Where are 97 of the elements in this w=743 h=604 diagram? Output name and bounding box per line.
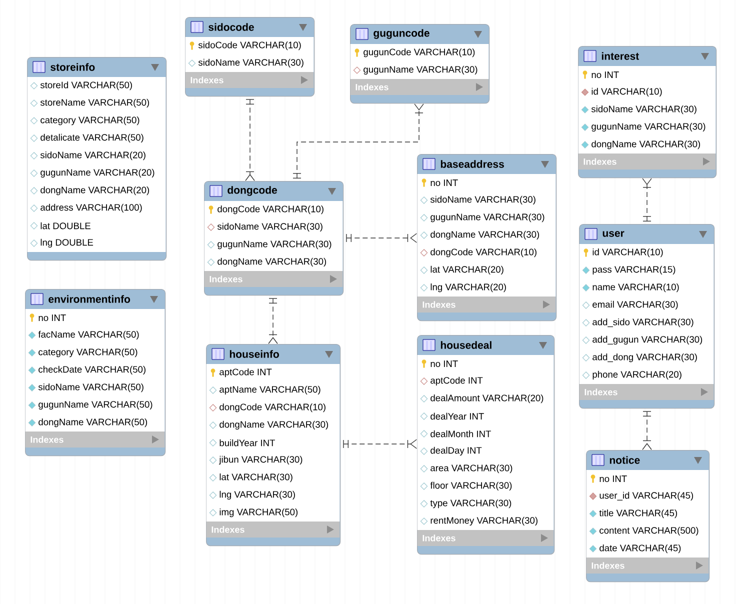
column-row: lat DOUBLE (40, 222, 90, 230)
column-row: gugunName VARCHAR(20) (40, 168, 154, 178)
column-row: sidoCode VARCHAR(10) (198, 41, 301, 50)
column-row: sidoName VARCHAR(30) (217, 222, 322, 232)
indexes-band: Indexes (350, 79, 489, 95)
indexes-band: Indexes (578, 154, 716, 170)
column-row: gugunName VARCHAR(30) (592, 122, 706, 132)
table-name: environmentinfo (48, 295, 130, 303)
relationship-line (642, 411, 652, 450)
column-row: dongName VARCHAR(20) (40, 186, 150, 196)
column-row: checkDate VARCHAR(50) (38, 366, 146, 375)
column-row: dongName VARCHAR(30) (218, 258, 326, 267)
relationship-line (343, 439, 417, 449)
indexes-band: Indexes (204, 271, 343, 287)
table-name: houseinfo (230, 350, 279, 358)
column-row: content VARCHAR(500) (600, 526, 698, 536)
column-row: dongName VARCHAR(30) (430, 230, 540, 240)
indexes-band: Indexes (185, 72, 314, 88)
column-row: lat VARCHAR(20) (430, 266, 504, 275)
column-row: pass VARCHAR(15) (592, 266, 676, 275)
column-row: phone VARCHAR(20) (592, 370, 682, 380)
column-row: dongName VARCHAR(50) (38, 418, 148, 428)
table-name: dongcode (228, 186, 277, 196)
column-row: type VARCHAR(30) (430, 499, 512, 508)
column-row: no INT (430, 360, 458, 368)
column-row: user_id VARCHAR(45) (600, 492, 694, 501)
column-row: add_sido VARCHAR(30) (592, 318, 694, 328)
column-row: dealDay INT (430, 446, 482, 456)
table-name: guguncode (374, 29, 430, 39)
column-row: lat VARCHAR(30) (220, 473, 292, 482)
table-name: baseaddress (440, 160, 504, 168)
column-row: sidoName VARCHAR(50) (38, 383, 144, 392)
column-row: date VARCHAR(45) (600, 544, 681, 554)
column-row: sidoName VARCHAR(30) (430, 196, 536, 205)
column-row: storeName VARCHAR(50) (40, 98, 150, 108)
relationship-line (346, 233, 417, 243)
column-row: lng VARCHAR(30) (220, 490, 295, 500)
indexes-band: Indexes (586, 558, 709, 574)
column-row: no INT (600, 476, 627, 482)
relationship-line (642, 178, 652, 222)
column-row: sidoName VARCHAR(30) (198, 58, 304, 68)
column-row: buildYear INT (220, 439, 275, 446)
relationship-line (245, 99, 255, 181)
column-row: sidoName VARCHAR(20) (40, 151, 146, 160)
indexes-band: Indexes (579, 384, 714, 400)
column-row: sidoName VARCHAR(30) (591, 105, 696, 114)
column-row: dongCode VARCHAR(10) (430, 248, 536, 258)
column-row: no INT (38, 314, 66, 322)
column-row: gugunCode VARCHAR(10) (364, 48, 475, 58)
column-row: add_gugun VARCHAR(30) (592, 336, 702, 345)
column-row: aptCode INT (430, 376, 483, 386)
column-row: aptCode INT (220, 368, 272, 378)
column-row: category VARCHAR(50) (40, 116, 140, 126)
table-name: sidocode (208, 23, 254, 31)
column-row: dongName VARCHAR(30) (592, 140, 700, 150)
column-row: rentMoney VARCHAR(30) (430, 516, 538, 526)
column-row: facName VARCHAR(50) (38, 330, 139, 340)
column-row: id VARCHAR(10) (592, 88, 662, 97)
column-row: dealAmount VARCHAR(20) (430, 394, 544, 404)
column-row: jibun VARCHAR(30) (219, 456, 302, 465)
relationship-line (292, 104, 424, 178)
column-row: img VARCHAR(50) (220, 508, 298, 518)
table-name: user (602, 231, 624, 237)
indexes-band: Indexes (206, 522, 340, 538)
column-row: area VARCHAR(30) (430, 464, 512, 474)
column-row: lng DOUBLE (40, 238, 94, 248)
column-row: dongName VARCHAR(30) (220, 420, 328, 430)
table-name: housedeal (440, 341, 492, 349)
column-row: add_dong VARCHAR(30) (592, 353, 697, 362)
column-row: category VARCHAR(50) (38, 348, 138, 358)
column-row: gugunName VARCHAR(50) (38, 400, 152, 410)
column-row: title VARCHAR(45) (599, 509, 677, 518)
indexes-band: Indexes (25, 432, 165, 448)
column-row: aptName VARCHAR(50) (220, 386, 320, 395)
indexes-band: Indexes (417, 296, 556, 312)
column-row: detalicate VARCHAR(50) (40, 134, 144, 143)
column-row: lng VARCHAR(20) (430, 283, 506, 292)
column-row: floor VARCHAR(30) (430, 482, 512, 491)
table-name: storeinfo (50, 63, 95, 71)
column-row: dongCode VARCHAR(10) (218, 205, 324, 214)
column-row: gugunName VARCHAR(30) (218, 240, 332, 250)
column-row: id VARCHAR(10) (592, 248, 663, 258)
column-row: gugunName VARCHAR(30) (430, 213, 544, 222)
column-row: dealYear INT (430, 412, 484, 420)
column-row: address VARCHAR(100) (40, 204, 142, 213)
column-row: dealMonth INT (430, 430, 491, 438)
column-row: gugunName VARCHAR(30) (364, 66, 478, 75)
column-row: no INT (592, 72, 619, 78)
column-row: dongCode VARCHAR(10) (220, 403, 326, 412)
column-row: storeId VARCHAR(50) (40, 81, 132, 90)
indexes-band: Indexes (417, 530, 554, 546)
column-row: no INT (430, 180, 458, 186)
table-name: notice (610, 456, 640, 464)
table-name: interest (602, 52, 639, 60)
column-row: email VARCHAR(30) (592, 300, 678, 310)
relationship-line (268, 298, 278, 344)
column-row: name VARCHAR(10) (592, 283, 679, 292)
